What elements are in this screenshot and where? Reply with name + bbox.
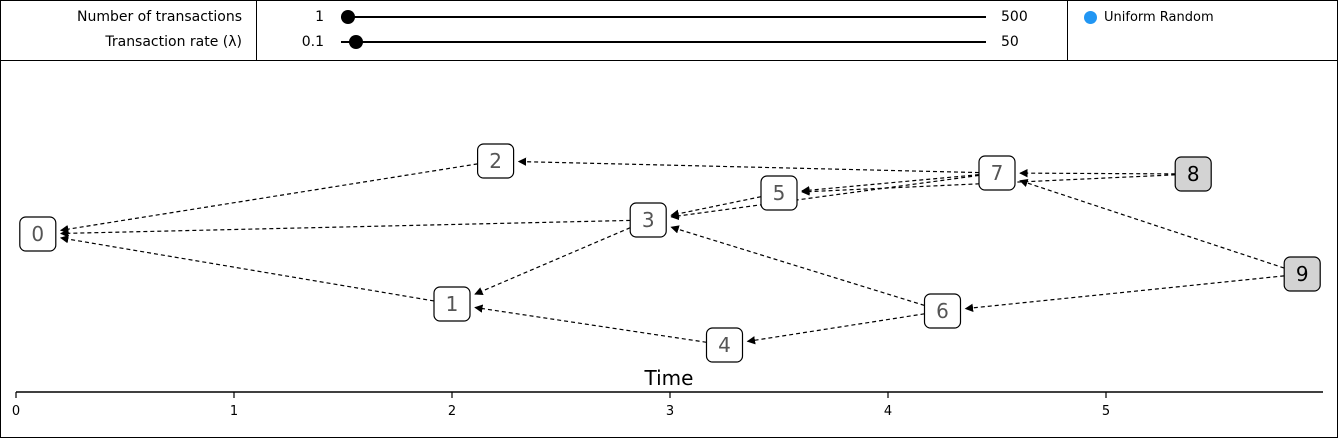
node-box: [477, 143, 515, 179]
node-box: [433, 286, 471, 322]
rate-slider-track: [341, 41, 986, 43]
transaction-node-0[interactable]: 0: [19, 216, 57, 252]
node-label: 3: [642, 208, 655, 232]
node-box: [760, 175, 798, 211]
axis-tick-label: 1: [230, 404, 238, 419]
transaction-node-3[interactable]: 3: [629, 202, 667, 238]
node-box: [629, 202, 667, 238]
node-label: 5: [773, 181, 786, 205]
node-label: 0: [31, 222, 44, 246]
transactions-slider-thumb[interactable]: [341, 10, 355, 24]
transaction-node-5[interactable]: 5: [760, 175, 798, 211]
node-label: 9: [1296, 262, 1309, 286]
node-label: 4: [718, 333, 731, 357]
transactions-max: 500: [1001, 9, 1028, 25]
transaction-node-7[interactable]: 7: [978, 155, 1016, 191]
edge-3-to-0: [59, 219, 631, 238]
legend-dot-icon: [1084, 11, 1097, 24]
axis-tick-label: 2: [448, 404, 456, 419]
node-label: 6: [936, 299, 949, 323]
transactions-slider[interactable]: [341, 9, 989, 27]
legend-panel: Uniform Random: [1067, 0, 1338, 61]
transaction-node-2[interactable]: 2: [477, 143, 515, 179]
node-label: 8: [1187, 162, 1200, 186]
rate-label: Transaction rate (λ): [105, 34, 242, 50]
edge-7-to-5: [801, 174, 980, 195]
node-box: [978, 155, 1016, 191]
node-label: 1: [446, 292, 459, 316]
transaction-node-8[interactable]: 8: [1174, 156, 1212, 192]
edge-5-to-3: [670, 196, 762, 218]
rate-slider-thumb[interactable]: [349, 35, 363, 49]
edge-9-to-7: [1019, 178, 1285, 269]
node-box: [19, 216, 57, 252]
edge-4-to-1: [474, 304, 707, 343]
node-box: [1283, 256, 1321, 292]
axis-tick-label: 5: [1102, 404, 1110, 419]
rate-slider[interactable]: [341, 34, 989, 52]
edge-8-to-7: [1019, 168, 1176, 178]
legend-label: Uniform Random: [1104, 10, 1214, 25]
axis-tick-label: 3: [666, 404, 674, 419]
edge-8-to-5: [801, 174, 1176, 196]
divider: [256, 1, 257, 60]
node-box: [923, 293, 962, 329]
axis-label: Time: [644, 366, 694, 390]
graph-panel: 0 1 2 3 4 5 6 7 8 9 Time 0 1 2 3 4 5: [0, 60, 1338, 438]
node-box: [1174, 156, 1212, 192]
edge-1-to-0: [59, 235, 435, 302]
transaction-node-6[interactable]: 6: [923, 293, 962, 329]
axis-tick-label: 4: [884, 404, 892, 419]
controls-panel: Number of transactions 1 500 Transaction…: [0, 0, 1068, 61]
transactions-label: Number of transactions: [76, 9, 242, 25]
rate-min: 0.1: [301, 34, 324, 50]
transaction-node-4[interactable]: 4: [705, 327, 744, 363]
transactions-min: 1: [315, 9, 324, 25]
legend-item-uniform-random[interactable]: Uniform Random: [1082, 10, 1282, 28]
edge-7-to-3: [670, 174, 980, 221]
transaction-node-1[interactable]: 1: [433, 286, 471, 322]
transaction-node-9[interactable]: 9: [1283, 256, 1321, 292]
edge-3-to-1: [474, 227, 631, 296]
edge-6-to-3: [670, 225, 925, 307]
transactions-slider-track: [341, 16, 986, 18]
transaction-dag: 0 1 2 3 4 5 6 7 8 9 Time 0 1 2 3 4 5: [12, 143, 1323, 419]
edge-7-to-2: [517, 157, 980, 174]
node-label: 7: [991, 161, 1004, 185]
rate-max: 50: [1001, 34, 1019, 50]
edge-2-to-0: [59, 163, 478, 234]
node-label: 2: [489, 149, 502, 173]
axis-tick-label: 0: [12, 404, 20, 419]
edge-9-to-6: [964, 275, 1285, 313]
edge-6-to-4: [746, 313, 925, 345]
node-box: [705, 327, 744, 363]
